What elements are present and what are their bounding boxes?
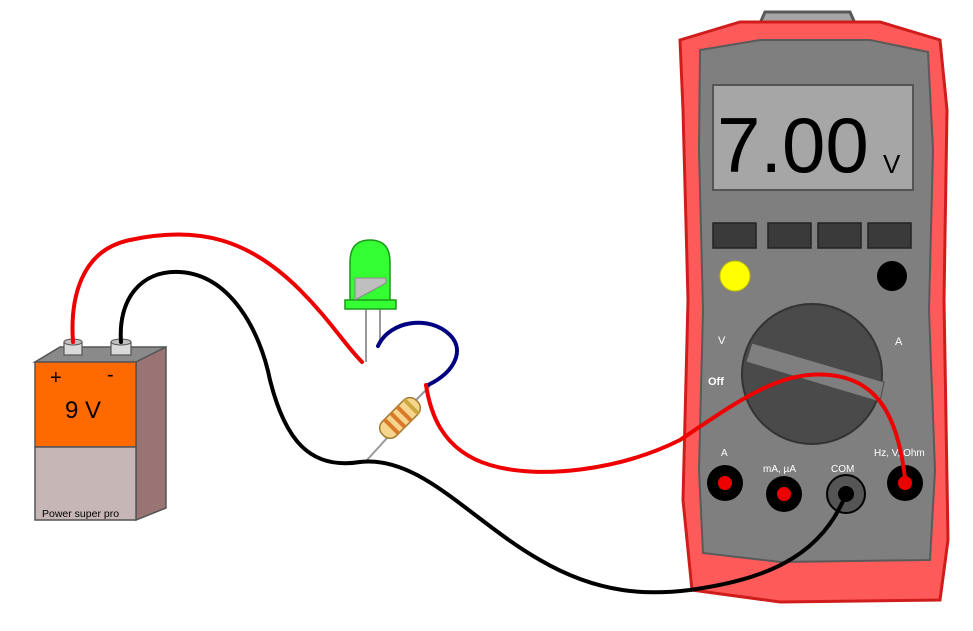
jack-label-ma: mA, µA	[763, 464, 796, 475]
resistor-band-4	[402, 398, 420, 416]
wire-battery-negative-to-com	[118, 269, 848, 595]
battery-brand-label: Power super pro	[42, 508, 119, 520]
yellow-button[interactable]	[719, 260, 751, 292]
battery-voltage-label: 9 V	[65, 397, 101, 424]
led-rim	[344, 299, 397, 310]
battery-minus-sign: -	[107, 364, 114, 386]
jack-hz-v-ohm[interactable]	[887, 465, 923, 501]
dial-label-v: V	[718, 335, 726, 347]
battery: + - 9 V Power super pro	[32, 338, 167, 522]
resistor-body	[378, 396, 422, 440]
resistor-band-2	[389, 411, 407, 429]
resistor[interactable]	[366, 385, 431, 461]
jack-label-a: A	[721, 448, 728, 459]
black-button[interactable]	[877, 261, 907, 291]
green-led[interactable]	[344, 239, 397, 362]
multimeter: 7.00 V V A Off A mA, µA COM Hz, V, Ohm	[678, 10, 950, 604]
wire-led-to-resistor	[376, 320, 459, 387]
jack-label-com: COM	[831, 464, 854, 475]
jack-a[interactable]	[707, 465, 743, 501]
display-unit: V	[883, 149, 901, 179]
wire-battery-positive-to-led	[70, 232, 364, 364]
led-die	[354, 277, 387, 301]
multimeter-display	[712, 84, 914, 191]
dial-label-off: Off	[708, 376, 724, 388]
function-button-4[interactable]	[867, 222, 912, 249]
display-reading: 7.00	[717, 101, 869, 189]
resistor-band-1	[383, 418, 401, 435]
battery-side-face	[135, 345, 167, 522]
wire-resistor-to-meter-v	[424, 372, 907, 480]
resistor-band-3	[395, 405, 413, 423]
battery-plus-sign: +	[50, 367, 62, 389]
battery-front-bottom	[34, 446, 137, 521]
resistor-lead-bottom	[366, 436, 389, 461]
function-button-1[interactable]	[712, 222, 757, 249]
function-button-3[interactable]	[817, 222, 862, 249]
function-button-2[interactable]	[767, 222, 812, 249]
battery-front-label	[34, 361, 137, 448]
jack-ma[interactable]	[766, 476, 802, 512]
dial-label-a: A	[895, 336, 903, 348]
